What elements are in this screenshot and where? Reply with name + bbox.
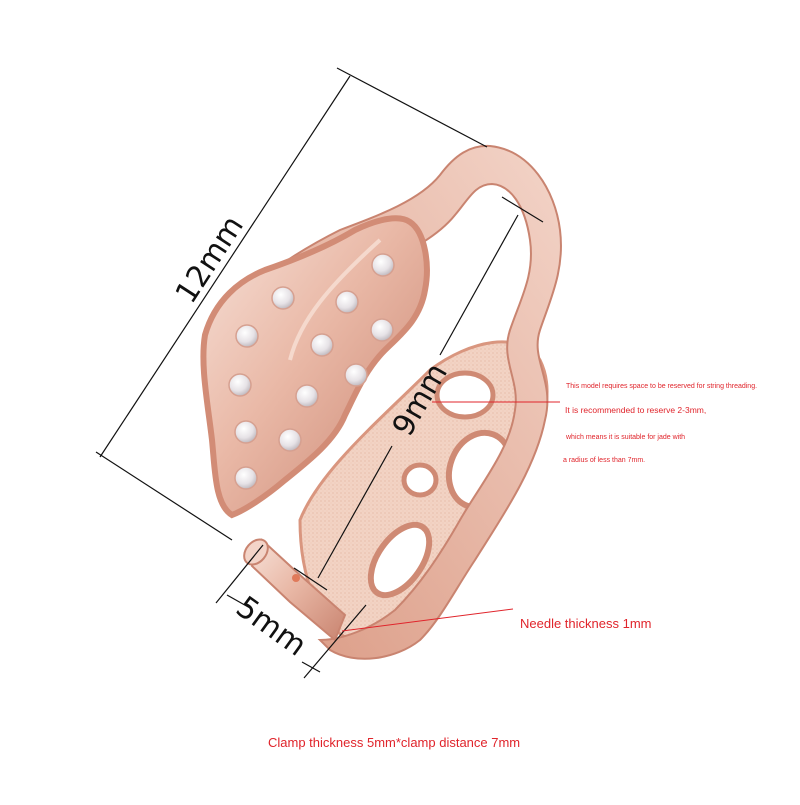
needle-thickness-note: Needle thickness 1mm bbox=[520, 616, 652, 631]
zirconia-stones bbox=[228, 253, 395, 490]
leaf-setting bbox=[200, 215, 430, 519]
threading-note-line-3: which means it is suitable for jade with bbox=[566, 434, 686, 441]
leader-lines bbox=[341, 401, 560, 632]
dimension-lines bbox=[95, 67, 544, 679]
threading-note-line-2: It is recommended to reserve 2-3mm, bbox=[565, 405, 707, 415]
threading-note-line-1: This model requires space to be reserved… bbox=[566, 383, 758, 390]
clamp-spec-caption: Clamp thickness 5mm*clamp distance 7mm bbox=[268, 735, 521, 750]
threading-note-line-4: a radius of less than 7mm. bbox=[563, 457, 646, 464]
